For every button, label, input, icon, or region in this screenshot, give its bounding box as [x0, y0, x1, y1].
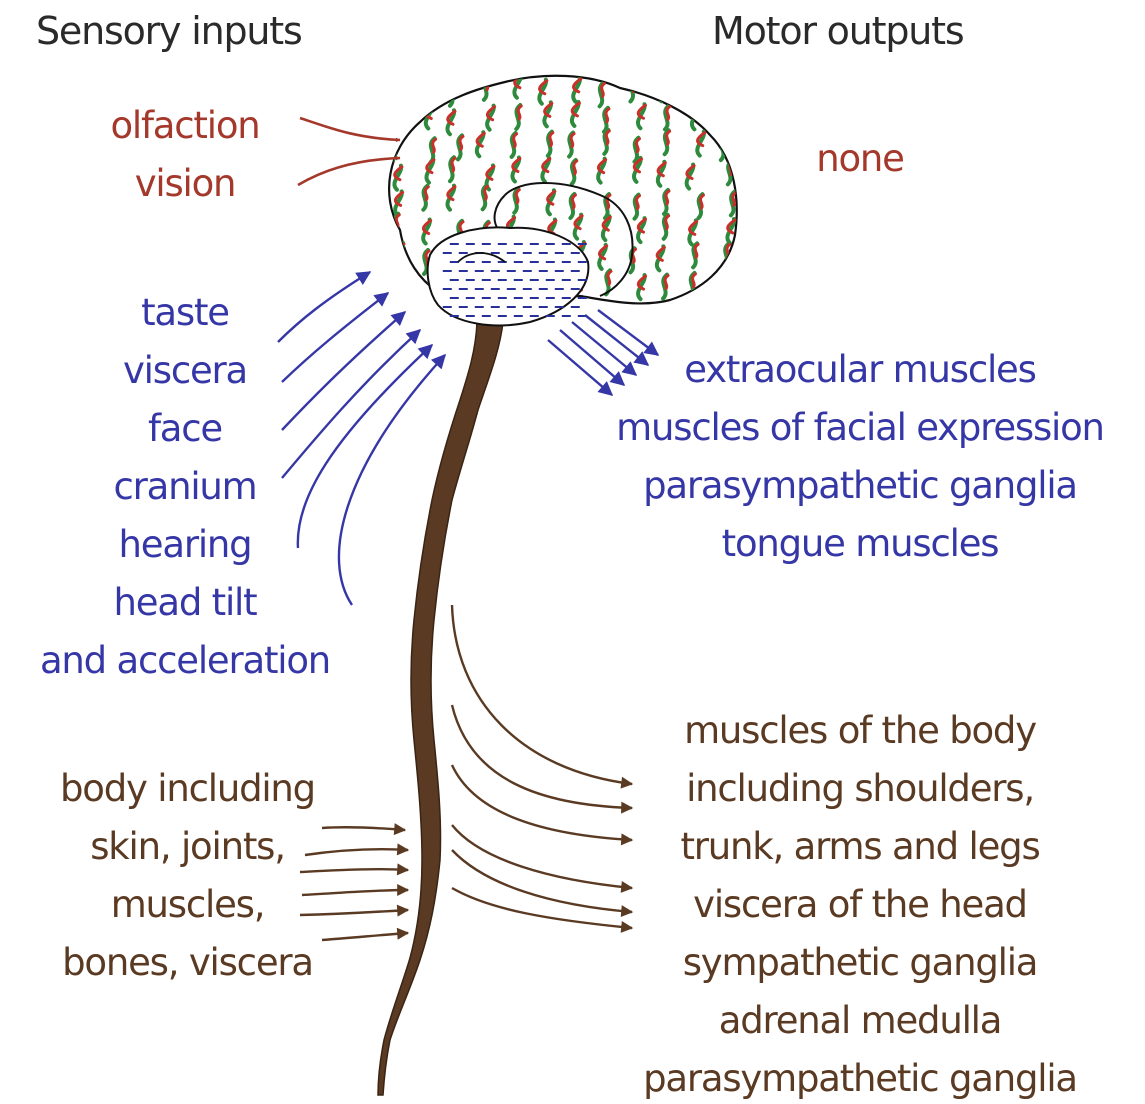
sensory-blue-item: cranium: [10, 458, 360, 516]
sensory-inputs-header: Sensory inputs: [36, 8, 302, 54]
sensory-blue-item: face: [10, 400, 360, 458]
sensory-red-list: olfaction vision: [80, 97, 290, 213]
sensory-brown-item: skin, joints,: [20, 818, 355, 876]
motor-red-list: none: [790, 130, 930, 188]
motor-brown-item: trunk, arms and legs: [600, 818, 1120, 876]
olfaction-arrow: [300, 118, 400, 140]
motor-brown-item: sympathetic ganglia: [600, 934, 1120, 992]
motor-blue-item: tongue muscles: [575, 515, 1145, 573]
motor-blue-item: parasympathetic ganglia: [575, 457, 1145, 515]
sensory-blue-item: and acceleration: [10, 632, 360, 690]
spinal-cord-icon: [378, 322, 503, 1095]
motor-brown-item: viscera of the head: [600, 876, 1120, 934]
sensory-red-item: olfaction: [80, 97, 290, 155]
motor-brown-item: muscles of the body: [600, 702, 1120, 760]
cerebellum-icon: [428, 227, 589, 325]
sensory-red-item: vision: [80, 155, 290, 213]
sensory-blue-item: head tilt: [10, 574, 360, 632]
motor-brown-list: muscles of the body including shoulders,…: [600, 702, 1120, 1104]
motor-outputs-header: Motor outputs: [712, 8, 963, 54]
motor-brown-item: including shoulders,: [600, 760, 1120, 818]
motor-blue-list: extraocular muscles muscles of facial ex…: [575, 341, 1145, 573]
motor-brown-item: adrenal medulla: [600, 992, 1120, 1050]
sensory-blue-item: taste: [10, 284, 360, 342]
sensory-brown-item: body including: [20, 760, 355, 818]
sensory-blue-item: viscera: [10, 342, 360, 400]
sensory-blue-list: taste viscera face cranium hearing head …: [10, 284, 360, 690]
sensory-blue-item: hearing: [10, 516, 360, 574]
motor-blue-item: extraocular muscles: [575, 341, 1145, 399]
motor-brown-item: parasympathetic ganglia: [600, 1050, 1120, 1104]
motor-blue-item: muscles of facial expression: [575, 399, 1145, 457]
vision-arrow: [298, 158, 400, 185]
motor-red-item: none: [790, 130, 930, 188]
sensory-brown-item: bones, viscera: [20, 934, 355, 992]
sensory-brown-item: muscles,: [20, 876, 355, 934]
sensory-brown-list: body including skin, joints, muscles, bo…: [20, 760, 355, 992]
